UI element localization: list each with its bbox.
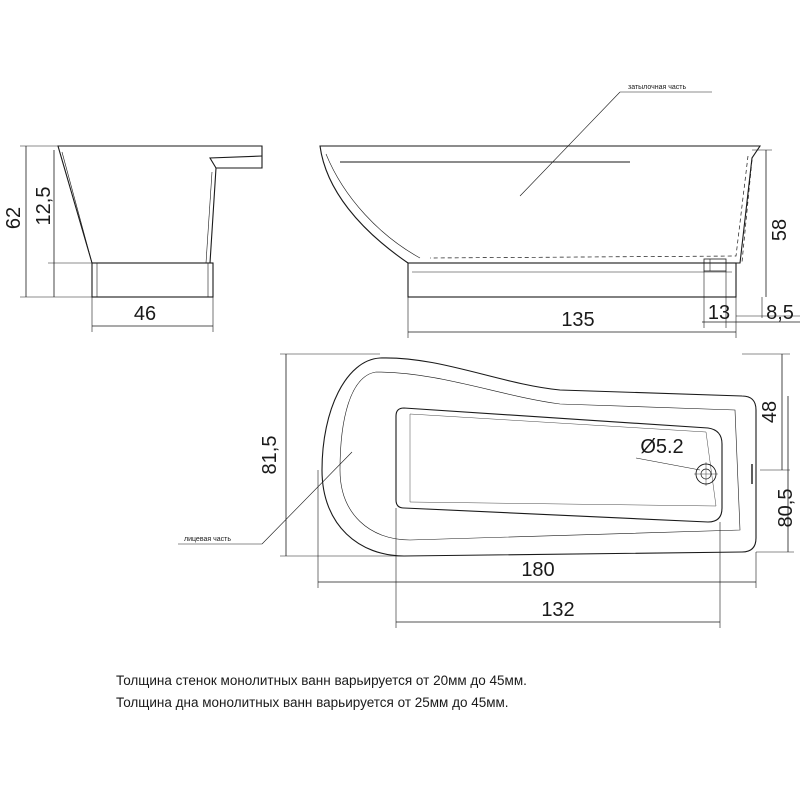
side-view xyxy=(319,91,800,338)
dim-top-length-total: 180 xyxy=(521,559,554,581)
side-view-tub-outline xyxy=(319,145,762,264)
side-view-drain xyxy=(703,258,727,272)
side-view-inner-curve xyxy=(325,153,421,259)
side-view-dashed-wall xyxy=(429,155,749,259)
dim-end-height-skirt: 12,5 xyxy=(33,187,55,226)
dim-top-length-inner: 132 xyxy=(541,599,574,621)
side-view-base xyxy=(407,262,737,298)
dim-side-length-base: 135 xyxy=(561,309,594,331)
note-wall-thickness: Толщина стенок монолитных ванн варьирует… xyxy=(116,673,527,688)
dim-top-width-total: 81,5 xyxy=(259,436,281,475)
label-back-part: затылочная часть xyxy=(628,84,686,91)
dim-top-width-end: 80,5 xyxy=(775,489,797,528)
dim-side-height-inner: 58 xyxy=(769,219,791,241)
top-view xyxy=(178,353,794,628)
top-view-outer-outline xyxy=(321,357,757,557)
dim-end-width-base: 46 xyxy=(134,303,156,325)
dim-top-width-narrow: 48 xyxy=(759,401,781,423)
side-view-dashed-wall-2 xyxy=(741,159,753,263)
dim-side-offset-drain: 13 xyxy=(708,302,730,324)
end-view-outline xyxy=(57,145,263,264)
top-view-inner-rim xyxy=(339,371,741,541)
end-view xyxy=(20,145,263,332)
dim-top-drain-diameter: Ø5.2 xyxy=(640,436,683,458)
leader-front xyxy=(261,451,353,545)
end-view-inner-wall xyxy=(61,151,93,264)
top-view-basin xyxy=(395,407,723,523)
notes-block: Толщина стенок монолитных ванн варьирует… xyxy=(116,670,756,714)
end-view-inner-wall-right xyxy=(205,171,213,264)
leader-back xyxy=(519,91,621,197)
top-view-basin-inner xyxy=(409,413,717,507)
end-view-base xyxy=(91,262,214,298)
leader-drain xyxy=(635,457,701,471)
note-bottom-thickness: Толщина дна монолитных ванн варьируется … xyxy=(116,695,509,710)
dim-side-offset-edge: 8,5 xyxy=(766,302,794,324)
dim-end-height-total: 62 xyxy=(3,207,25,229)
label-front-part: лицевая часть xyxy=(184,536,231,543)
end-view-rim-step xyxy=(209,155,263,169)
